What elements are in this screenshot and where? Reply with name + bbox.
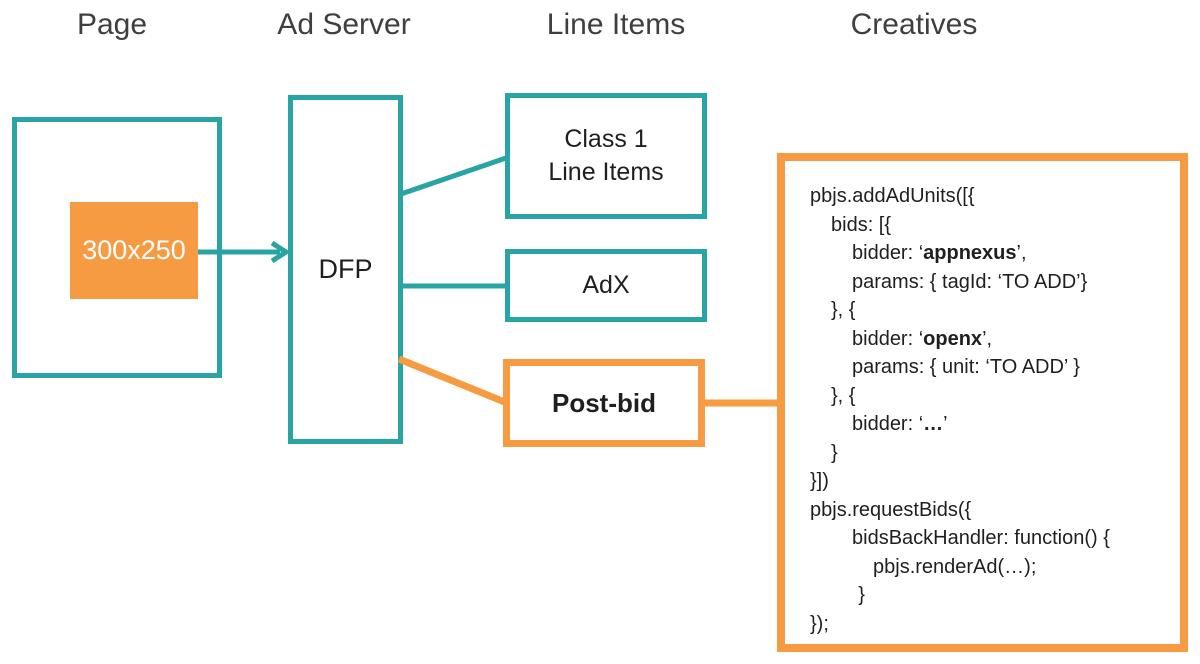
dfp-label: DFP [318,254,373,284]
code-block: pbjs.addAdUnits([{ bids: [{ bidder: ‘appne… [810,182,1110,638]
class1-line-items-box: Class 1 Line Items [505,93,707,219]
column-header-page: Page [76,8,148,41]
dfp-box: DFP [288,95,403,444]
connector-dfp-to-class1 [400,155,507,197]
class1-label-line2: Line Items [548,158,664,186]
code-line: }]) [810,470,829,492]
code-line: pbjs.requestBids({ [810,498,972,521]
column-header-creatives: Creatives [850,8,978,41]
adx-box: AdX [505,249,707,322]
code-line: params: { unit: ‘TO ADD’ } [852,356,1080,378]
column-header-ad-server: Ad Server [277,8,411,41]
creatives-code-box: pbjs.addAdUnits([{ bids: [{ bidder: ‘appne… [777,153,1188,652]
code-line: }); [810,612,829,635]
adx-label: AdX [582,271,630,299]
code-line: bidder: ‘openx’, [852,327,993,350]
arrow-adslot-to-dfp-head [270,240,291,264]
code-line: }, { [831,299,856,321]
code-line: params: { tagId: ‘TO ADD’} [852,270,1088,293]
postbid-box: Post-bid [503,359,705,447]
code-line: }, { [831,384,856,407]
column-header-line-items: Line Items [546,8,686,41]
code-line: bidder: ‘appnexus’, [852,242,1027,264]
code-line: pbjs.renderAd(…); [873,555,1037,578]
code-line: bidsBackHandler: function() { [852,527,1110,549]
ad-slot-box: 300x250 [70,202,198,299]
postbid-label: Post-bid [552,387,656,418]
code-line: } [831,441,838,464]
ad-slot-label: 300x250 [82,235,186,265]
class1-label-line1: Class 1 [564,125,648,153]
code-line: } [858,584,865,606]
code-line: pbjs.addAdUnits([{ [810,185,975,207]
connector-dfp-to-postbid [397,355,509,407]
code-line: bidder: ‘…’ [852,413,948,435]
code-line: bids: [{ [831,213,892,236]
